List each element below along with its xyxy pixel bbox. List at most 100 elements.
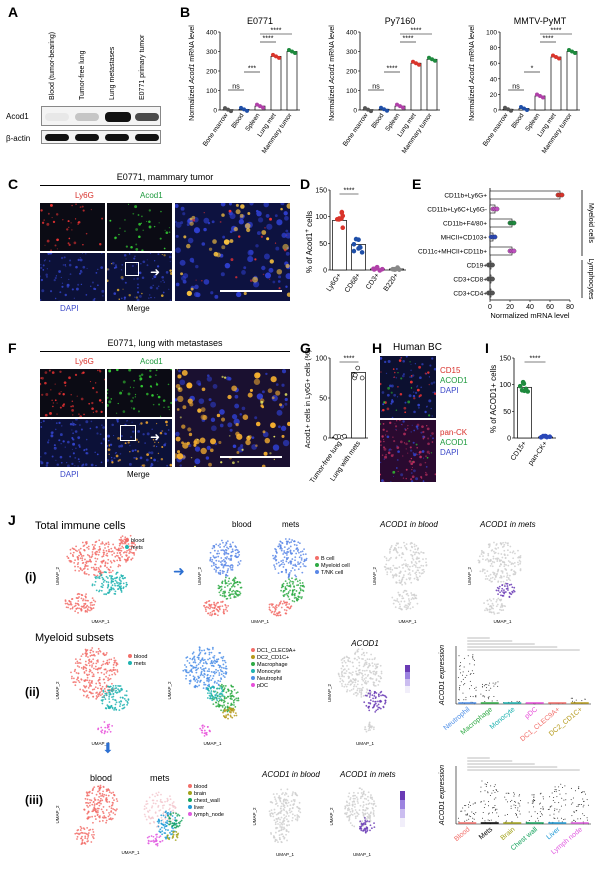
umap-cell bbox=[107, 543, 110, 546]
umap-cell bbox=[94, 665, 97, 668]
umap-cell bbox=[487, 559, 490, 562]
umap-cell bbox=[85, 573, 88, 575]
umap-cell bbox=[121, 577, 124, 579]
umap-cell bbox=[277, 823, 279, 825]
umap-cell bbox=[95, 810, 98, 813]
fluorescent-spot bbox=[113, 435, 115, 437]
violin-point bbox=[458, 699, 460, 701]
bar bbox=[550, 56, 562, 111]
umap-cell bbox=[277, 817, 280, 820]
fluorescent-spot bbox=[142, 260, 146, 264]
fluorescent-spot bbox=[49, 253, 53, 255]
umap-cell bbox=[367, 725, 370, 728]
umap-cell bbox=[111, 550, 114, 553]
umap-cell bbox=[91, 680, 93, 683]
umap-cell bbox=[88, 790, 91, 793]
umap-cell bbox=[373, 692, 376, 695]
fluorescent-spot bbox=[138, 222, 142, 226]
umap-cell bbox=[301, 550, 304, 553]
label-dapi: DAPI bbox=[60, 470, 79, 479]
umap-cell bbox=[108, 661, 111, 664]
umap-cell bbox=[293, 800, 296, 803]
fluorescent-spot bbox=[175, 436, 181, 442]
fluorescent-spot bbox=[148, 220, 151, 224]
fluorescent-spot bbox=[214, 294, 219, 299]
fluorescent-spot bbox=[136, 450, 140, 453]
umap-cell bbox=[101, 819, 104, 822]
umap-cell bbox=[409, 542, 412, 545]
umap-cell bbox=[402, 574, 405, 576]
fluorescent-spot bbox=[380, 444, 382, 446]
y-tick-label: 0 bbox=[323, 436, 327, 443]
umap-cell bbox=[114, 699, 117, 702]
umap-cell bbox=[197, 677, 200, 680]
fluorescent-spot bbox=[100, 410, 103, 414]
umap-cell bbox=[123, 558, 126, 561]
umap-cell bbox=[295, 575, 298, 578]
umap-cell bbox=[227, 547, 230, 550]
violin-point bbox=[496, 700, 498, 702]
umap-cell bbox=[77, 603, 80, 605]
umap-cell bbox=[99, 687, 102, 690]
fluorescent-spot bbox=[114, 266, 118, 269]
fluorescent-spot bbox=[99, 433, 102, 436]
micrograph-zoom bbox=[175, 369, 290, 467]
violin-point bbox=[458, 689, 460, 691]
umap-cell bbox=[219, 605, 221, 608]
umap-cell bbox=[224, 685, 227, 687]
umap-cell bbox=[497, 569, 500, 572]
fluorescent-spot bbox=[229, 239, 234, 243]
fluorescent-spot bbox=[134, 205, 138, 209]
umap-cell bbox=[360, 691, 363, 694]
fluorescent-spot bbox=[163, 247, 166, 250]
y-tick-label: 20 bbox=[490, 92, 498, 99]
violin-point bbox=[472, 655, 474, 657]
umap-cell bbox=[92, 650, 95, 653]
umap-cell bbox=[220, 585, 223, 588]
fluorescent-spot bbox=[431, 441, 434, 443]
fluorescent-spot bbox=[51, 419, 53, 420]
umap-cell bbox=[216, 695, 219, 698]
umap-cell bbox=[88, 664, 91, 667]
umap-cell bbox=[119, 554, 122, 556]
umap-cell bbox=[228, 557, 230, 560]
umap-cell bbox=[76, 660, 79, 663]
legend-swatch bbox=[125, 545, 129, 549]
umap-cell bbox=[105, 671, 108, 674]
fluorescent-spot bbox=[156, 438, 159, 441]
umap-cell bbox=[508, 596, 511, 599]
umap-cell bbox=[494, 557, 497, 560]
umap-cell bbox=[289, 560, 292, 563]
umap-cell bbox=[512, 557, 515, 560]
umap-cell bbox=[503, 553, 506, 556]
umap-cell bbox=[149, 840, 152, 843]
fluorescent-spot bbox=[68, 278, 70, 280]
umap-cell bbox=[403, 541, 405, 544]
fluorescent-spot bbox=[168, 408, 170, 411]
umap-cell bbox=[133, 554, 136, 556]
umap-cell bbox=[371, 678, 374, 680]
umap-cell bbox=[403, 589, 406, 592]
fluorescent-spot bbox=[221, 245, 226, 250]
umap-cell bbox=[77, 676, 79, 679]
umap-cell bbox=[208, 651, 211, 654]
umap-cell bbox=[287, 592, 290, 595]
fluorescent-spot bbox=[66, 464, 70, 467]
umap-cell bbox=[82, 827, 85, 830]
fluorescent-spot bbox=[67, 440, 70, 444]
violin-point bbox=[475, 686, 477, 688]
data-point bbox=[226, 107, 230, 112]
umap-cell bbox=[199, 674, 202, 677]
umap-cell bbox=[198, 684, 201, 687]
umap-cell bbox=[108, 691, 110, 694]
umap-cell bbox=[211, 646, 214, 649]
umap-cell bbox=[109, 560, 112, 562]
fluorescent-spot bbox=[385, 454, 387, 456]
umap-cell bbox=[396, 598, 399, 600]
umap-cell bbox=[151, 793, 154, 796]
umap-cell bbox=[235, 692, 238, 694]
y-tick-label: 0 bbox=[353, 108, 357, 115]
data-point bbox=[359, 250, 365, 255]
umap-cell bbox=[239, 592, 242, 595]
umap-cell bbox=[91, 803, 94, 806]
